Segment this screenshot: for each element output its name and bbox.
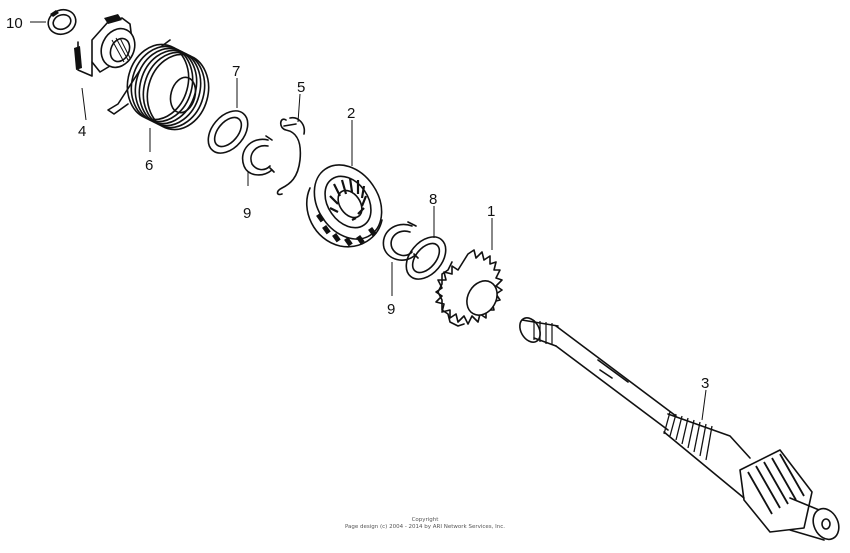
part-4-collar [74, 14, 136, 77]
part-6-coil-spring [107, 39, 210, 131]
callout-2: 2 [347, 105, 355, 122]
part-10-washer [47, 8, 77, 36]
part-5-wire-spring [276, 116, 306, 196]
part-2-ratchet [305, 164, 383, 248]
leader-lines [30, 21, 707, 421]
callouts: 10 4 6 7 9 5 2 8 1 9 3 [6, 15, 709, 392]
part-9-circlip-upper [241, 135, 275, 176]
callout-3: 3 [701, 375, 709, 392]
callout-8: 8 [429, 191, 437, 208]
part-1-gear [435, 249, 503, 327]
callout-1: 1 [487, 203, 495, 220]
copyright-line-2: Page design (c) 2004 - 2014 by ARI Netwo… [344, 524, 506, 530]
part-3-spindle-shaft [519, 317, 840, 541]
callout-7: 7 [232, 63, 240, 80]
callout-5: 5 [297, 79, 305, 96]
callout-9-lower: 9 [387, 301, 395, 318]
callout-9-upper: 9 [243, 205, 251, 222]
copyright-notice: Copyright Page design (c) 2004 - 2014 by… [0, 517, 850, 531]
part-9-circlip-lower [382, 221, 419, 261]
part-8-washer [405, 236, 447, 280]
copyright-line-1: Copyright [411, 517, 439, 523]
callout-6: 6 [145, 157, 153, 174]
callout-10: 10 [6, 15, 23, 32]
part-7-washer [207, 110, 249, 154]
callout-4: 4 [78, 123, 86, 140]
